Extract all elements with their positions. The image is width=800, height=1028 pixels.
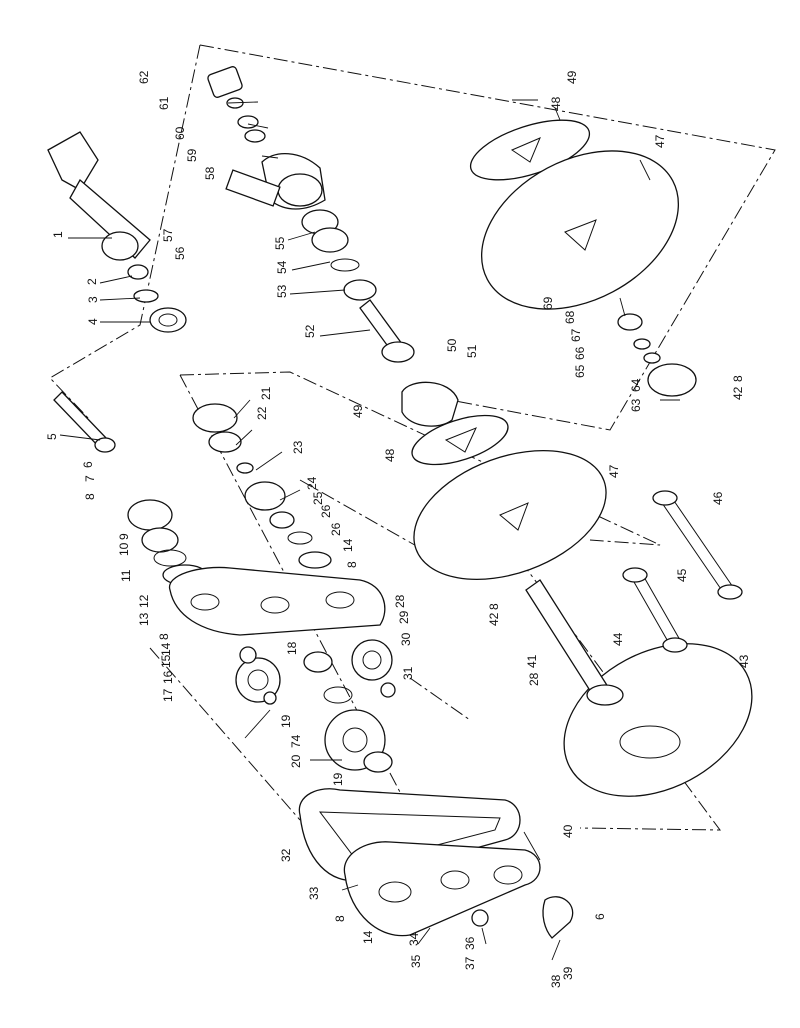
callout-8-b: 8 <box>157 633 171 640</box>
callout-34: 34 <box>407 932 421 946</box>
callout-10: 10 <box>117 542 131 556</box>
callout-28-a: 28 <box>393 594 407 608</box>
callout-60: 60 <box>173 126 187 140</box>
callout-62: 62 <box>137 70 151 84</box>
callout-30: 30 <box>399 632 413 646</box>
callout-49-upper: 49 <box>565 70 579 84</box>
callout-17: 17 <box>161 688 175 702</box>
callout-53: 53 <box>275 284 289 298</box>
callout-13: 13 <box>137 612 151 626</box>
callout-6-right: 6 <box>593 913 607 920</box>
callout-50: 50 <box>445 338 459 352</box>
callout-39: 39 <box>561 966 575 980</box>
intermediate-shafts <box>525 490 743 706</box>
callout-32: 32 <box>279 848 293 862</box>
callout-45: 45 <box>675 568 689 582</box>
callout-65: 65 <box>573 364 587 378</box>
callout-4: 4 <box>86 318 100 325</box>
callout-58: 58 <box>203 166 217 180</box>
callout-8-d: 8 <box>333 915 347 922</box>
callout-41: 41 <box>525 654 539 668</box>
callout-8-f: 8 <box>731 375 745 382</box>
callout-31: 31 <box>401 666 415 680</box>
callout-44: 44 <box>611 632 625 646</box>
callout-28-b: 28 <box>527 672 541 686</box>
callout-20: 20 <box>289 754 303 768</box>
callout-59: 59 <box>185 148 199 162</box>
axle-shaft-assembly <box>47 131 187 333</box>
callout-14-c: 14 <box>361 930 375 944</box>
callout-19-a: 19 <box>279 714 293 728</box>
callout-56: 56 <box>173 246 187 260</box>
callout-labels: 1 2 3 4 5 6 7 8 9 10 11 12 13 8 14 15 16… <box>45 70 751 988</box>
callout-24: 24 <box>305 476 319 490</box>
callout-47-lower: 47 <box>607 464 621 478</box>
callout-42-a: 42 <box>487 612 501 626</box>
housing-plate <box>169 566 386 636</box>
callout-57: 57 <box>161 228 175 242</box>
callout-3: 3 <box>86 296 100 303</box>
callout-5: 5 <box>45 433 59 440</box>
callout-1: 1 <box>51 231 65 238</box>
callout-68: 68 <box>563 310 577 324</box>
callout-19-b: 19 <box>331 772 345 786</box>
callout-22: 22 <box>255 406 269 420</box>
output-shaft <box>359 299 459 427</box>
callout-16: 16 <box>161 670 175 684</box>
callout-26-b: 26 <box>329 522 343 536</box>
callout-33: 33 <box>307 886 321 900</box>
callout-12: 12 <box>137 594 151 608</box>
disc-blades <box>411 119 753 797</box>
callout-52: 52 <box>303 324 317 338</box>
callout-48-lower: 48 <box>383 448 397 462</box>
callout-8-c: 8 <box>345 561 359 568</box>
callout-67: 67 <box>569 328 583 342</box>
middle-gear-column <box>192 403 332 569</box>
callout-66: 66 <box>573 346 587 360</box>
callout-54: 54 <box>275 260 289 274</box>
callout-26-a: 26 <box>319 504 333 518</box>
callout-25: 25 <box>311 491 325 505</box>
leader-lines <box>59 99 680 961</box>
callout-14-a: 14 <box>159 642 173 656</box>
callout-35: 35 <box>409 954 423 968</box>
callout-8-a: 8 <box>83 493 97 500</box>
callout-55: 55 <box>273 236 287 250</box>
callout-48-upper: 48 <box>549 96 563 110</box>
callout-36: 36 <box>463 936 477 950</box>
callout-7: 7 <box>83 475 97 482</box>
lower-gears <box>235 639 396 773</box>
callout-29: 29 <box>397 610 411 624</box>
callout-8-e: 8 <box>487 603 501 610</box>
callout-11: 11 <box>119 569 133 582</box>
callout-2: 2 <box>85 278 99 285</box>
callout-46: 46 <box>711 491 725 505</box>
callout-18: 18 <box>285 641 299 655</box>
callout-9: 9 <box>117 533 131 540</box>
callout-21: 21 <box>259 386 273 400</box>
callout-38: 38 <box>549 974 563 988</box>
callout-63: 63 <box>629 398 643 412</box>
callout-49-lower: 49 <box>351 404 365 418</box>
hub-assembly <box>617 313 697 397</box>
callout-51: 51 <box>465 344 479 358</box>
callout-23: 23 <box>291 440 305 454</box>
callout-6-left: 6 <box>81 461 95 468</box>
callout-47-upper: 47 <box>653 134 667 148</box>
callout-43: 43 <box>737 654 751 668</box>
callout-40: 40 <box>561 824 575 838</box>
callout-61: 61 <box>157 96 171 110</box>
callout-64: 64 <box>629 378 643 392</box>
callout-15: 15 <box>159 654 173 668</box>
callout-69: 69 <box>541 296 555 310</box>
gasket-and-cover <box>298 788 574 939</box>
callout-42-b: 42 <box>731 386 745 400</box>
callout-14-b: 14 <box>341 538 355 552</box>
callout-74: 74 <box>289 734 303 748</box>
callout-37: 37 <box>463 956 477 970</box>
upper-gearbox <box>207 66 377 301</box>
